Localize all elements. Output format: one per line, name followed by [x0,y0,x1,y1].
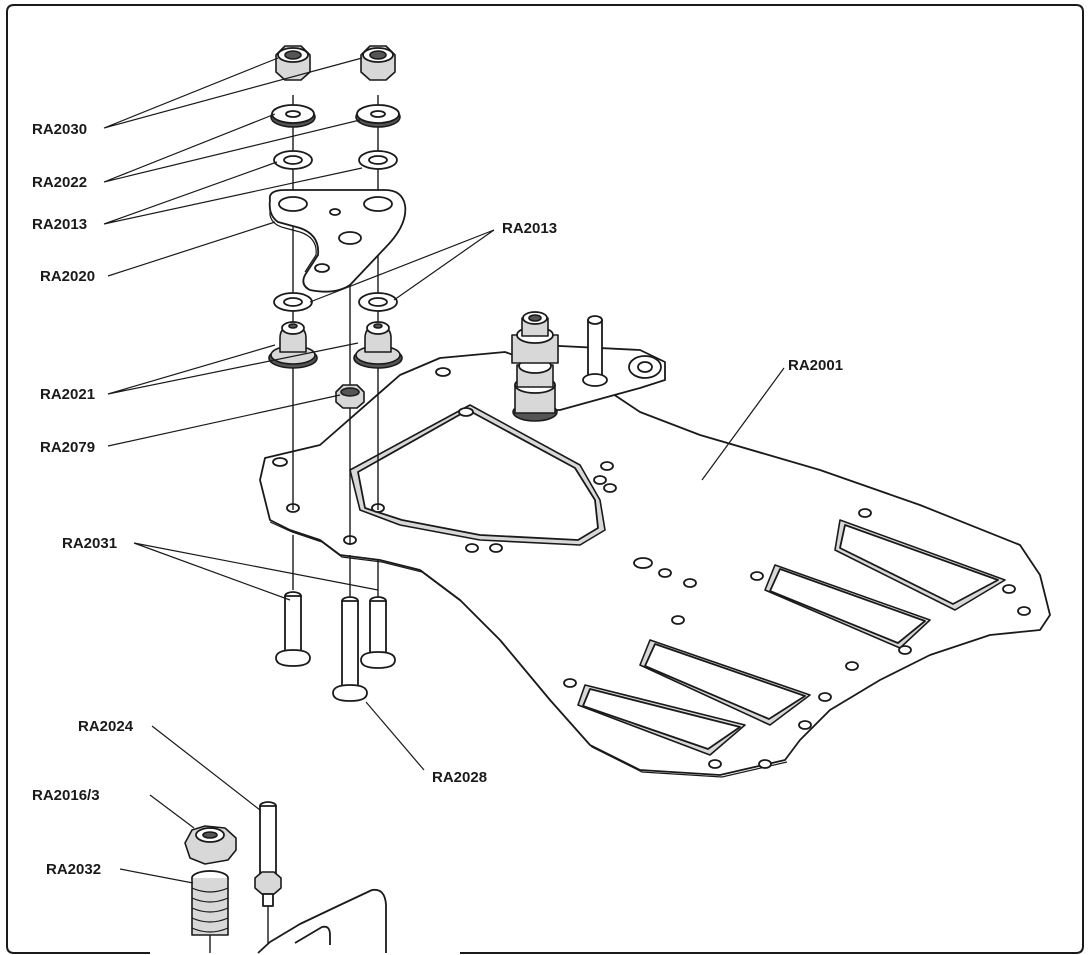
label-ra2016-3: RA2016/3 [32,787,100,804]
label-ra2013-left: RA2013 [32,216,87,233]
diagram-frame [6,4,1084,954]
label-ra2020: RA2020 [40,268,95,285]
screw-ra2031-left [275,591,311,667]
label-ra2031: RA2031 [62,535,117,552]
shaft-ra2024 [254,801,282,907]
washer-ra2022 [270,104,401,128]
label-ra2030: RA2030 [32,121,87,138]
part-labels: RA2030 RA2022 RA2013 RA2020 RA2013 RA202… [32,121,843,878]
label-ra2024: RA2024 [78,718,134,735]
label-ra2022: RA2022 [32,174,87,191]
label-ra2079: RA2079 [40,439,95,456]
label-ra2001: RA2001 [788,357,843,374]
label-ra2013-right: RA2013 [502,220,557,237]
ball-stud-ra2021-right [353,321,403,369]
nut-ra2030-right [360,45,396,81]
spacer-ra2013-lower [273,292,398,312]
mount-plate-ra2020 [268,189,407,293]
label-ra2028: RA2028 [432,769,487,786]
screw-ra2031-right [360,596,396,669]
lower-plate-fragment [257,888,387,954]
chassis-plate-ra2001 [259,351,1051,778]
nut-ra2030-left [275,45,311,81]
spring-ra2032 [191,870,229,936]
leader-lines [103,57,785,884]
screw-ra2031-center [332,596,368,702]
plate-holes [272,367,1031,769]
nut-ra2079 [335,384,365,409]
label-ra2032: RA2032 [46,861,101,878]
rear-pivot-assembly [511,311,666,422]
spacer-ra2013-top [273,150,398,170]
label-ra2021: RA2021 [40,386,95,403]
ball-stud-ra2021-left [268,321,318,369]
knob-ra2016-3 [184,825,237,865]
